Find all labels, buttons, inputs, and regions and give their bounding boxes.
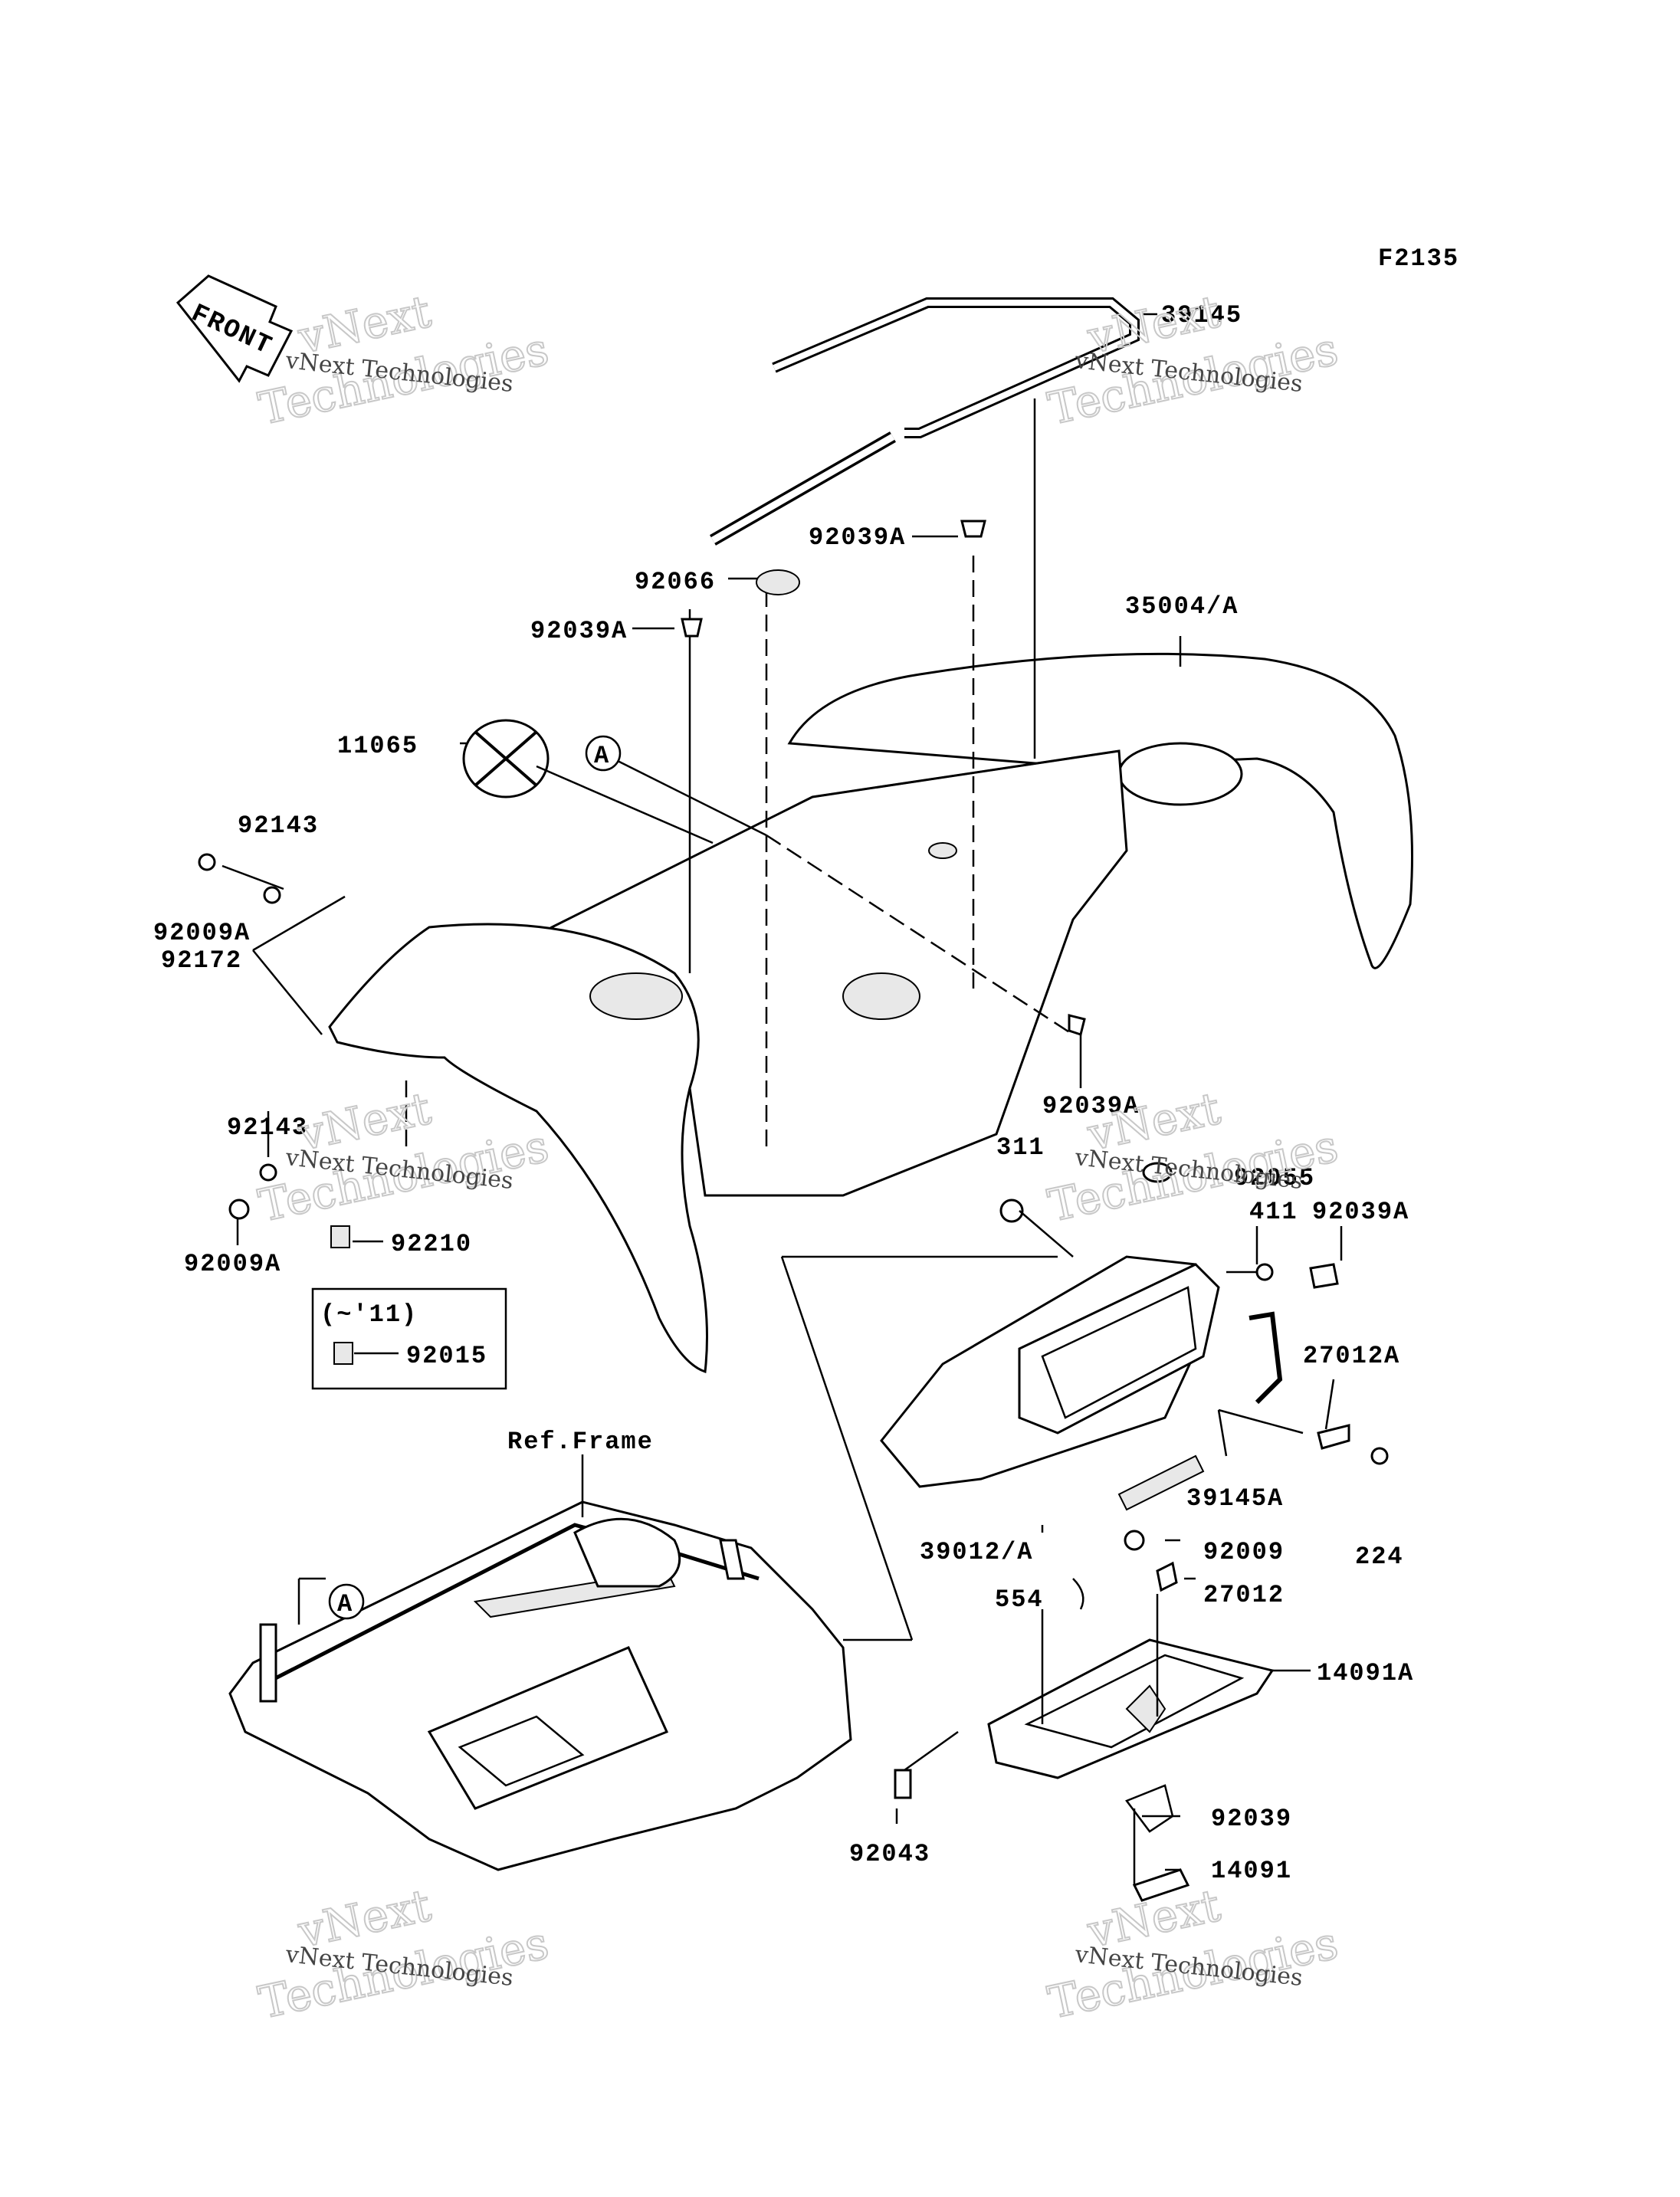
cargo-tub [550, 749, 1128, 1197]
figure-code: F2135 [1378, 244, 1459, 273]
leader-lines-lower [780, 1210, 1343, 1885]
step-cover [894, 1530, 1275, 1902]
label-554: 554 [995, 1585, 1044, 1614]
fastener-icons [198, 520, 1086, 1248]
label-92009a-bot: 92009A [184, 1250, 281, 1278]
rail-seal [710, 297, 1140, 546]
ref-frame-label: Ref.Frame [507, 1428, 654, 1456]
front-fender [328, 923, 708, 1374]
label-92039: 92039 [1211, 1805, 1292, 1833]
svg-text:A: A [337, 1590, 353, 1618]
label-27012a: 27012A [1303, 1342, 1400, 1370]
label-14091: 14091 [1211, 1857, 1292, 1885]
storage-box [880, 1162, 1389, 1511]
label-92043: 92043 [849, 1840, 930, 1868]
label-92039a-top: 92039A [809, 523, 906, 552]
svg-text:A: A [594, 742, 610, 770]
label-92172: 92172 [161, 946, 242, 975]
variant-note: (~'11) [320, 1300, 418, 1329]
label-311: 311 [996, 1133, 1045, 1162]
label-92015: 92015 [406, 1342, 487, 1370]
label-92009: 92009 [1203, 1538, 1285, 1566]
label-92143-bot: 92143 [227, 1113, 308, 1142]
label-35004a: 35004/A [1125, 592, 1239, 621]
label-92055: 92055 [1234, 1164, 1315, 1192]
label-14091a: 14091A [1317, 1659, 1414, 1687]
grommet-11065 [462, 719, 550, 798]
variant-box: (~'11) [311, 1287, 507, 1390]
frame-reference [228, 1500, 852, 1871]
label-39145: 39145 [1161, 301, 1242, 330]
label-39012a: 39012/A [920, 1538, 1033, 1566]
label-11065: 11065 [337, 732, 418, 760]
label-92009a-top: 92009A [153, 919, 251, 947]
front-arrow-icon: FRONT [176, 274, 294, 383]
label-92143-top: 92143 [238, 812, 319, 840]
label-39145a: 39145A [1186, 1484, 1284, 1513]
label-92210: 92210 [391, 1230, 472, 1258]
label-411: 411 [1249, 1198, 1298, 1226]
callout-a-top: A [585, 735, 622, 772]
label-27012: 27012 [1203, 1581, 1285, 1609]
label-92039a-left: 92039A [530, 617, 628, 645]
label-224: 224 [1355, 1543, 1404, 1571]
callout-a-bottom: A [328, 1583, 365, 1620]
label-92039a-mid: 92039A [1042, 1092, 1140, 1120]
part-labels: 39145 92039A 92066 92039A 35004/A 11065 … [153, 301, 1414, 1885]
leader-lines [221, 313, 1182, 1245]
rear-fender [787, 652, 1413, 969]
label-92066: 92066 [635, 568, 716, 596]
label-92039a-right: 92039A [1312, 1198, 1409, 1226]
